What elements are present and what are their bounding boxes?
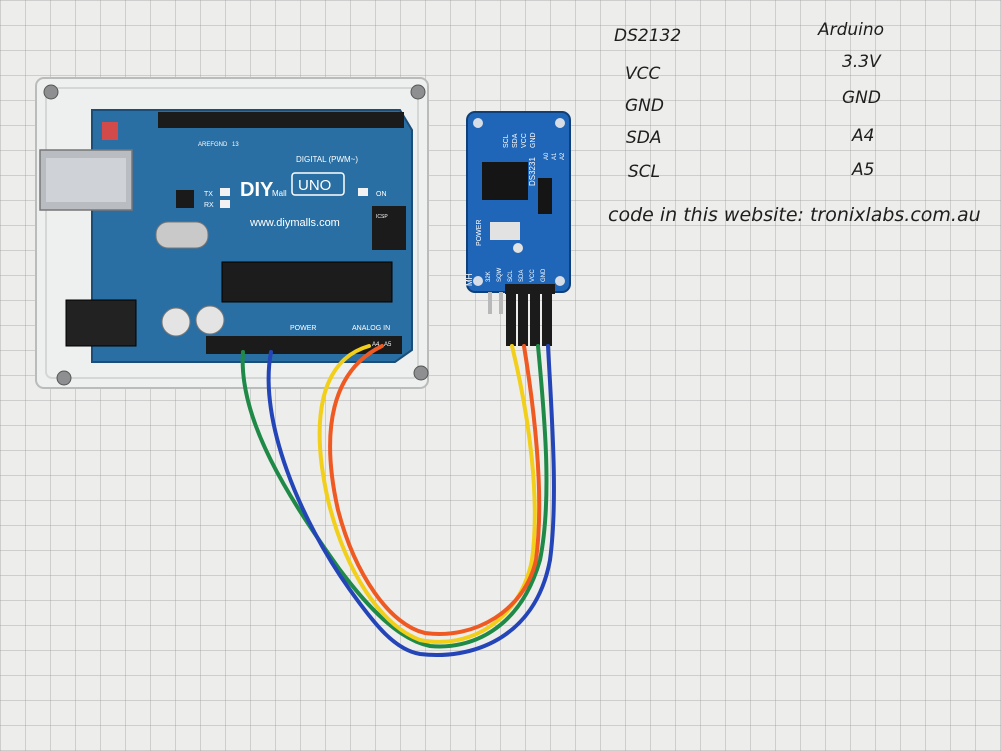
side-pin-a0: A0: [544, 152, 550, 160]
top-pin-gnd: GND: [530, 132, 537, 148]
gnd-label: GND: [214, 142, 228, 148]
screw-icon: [413, 365, 429, 381]
bottom-pin-sqw: SQW: [497, 267, 503, 282]
reset-button: [102, 122, 118, 140]
a4-label: A4: [372, 342, 380, 348]
atmega-chip: [221, 261, 393, 303]
power-label: POWER: [290, 325, 316, 332]
notes-row-sda-left: SDA: [626, 128, 662, 148]
notes-row-vcc-left: VCC: [625, 64, 661, 84]
icsp-label: ICSP: [376, 214, 388, 220]
wire-green: [240, 344, 549, 649]
wire-blue: [266, 344, 556, 657]
screw-icon: [56, 370, 72, 386]
jumper-housing: [518, 294, 528, 346]
top-pin-sda: SDA: [512, 133, 519, 148]
bottom-pin-scl: SCL: [508, 270, 514, 282]
aref-label: AREF: [198, 142, 214, 148]
notes-header-left: DS2132: [614, 26, 682, 46]
notes-row-scl-right: A5: [852, 160, 875, 180]
tx-label: TX: [204, 191, 213, 198]
digital-label: DIGITAL (PWM~): [296, 155, 358, 164]
bottom-pin-vcc: VCC: [530, 269, 536, 282]
maker-mark: MH: [465, 273, 474, 286]
rx-label: RX: [204, 202, 214, 209]
a5-label: A5: [384, 342, 392, 348]
wire-yellow: [317, 344, 537, 644]
top-pin-scl: SCL: [503, 134, 510, 148]
on-label: ON: [376, 191, 387, 198]
notes-code-line: code in this website: tronixlabs.com.au: [608, 204, 981, 226]
jumper-housing: [542, 294, 552, 346]
power-analog-header: [206, 336, 402, 354]
jumper-wires: [240, 344, 556, 657]
website-label: www.diymalls.com: [249, 217, 340, 229]
digital-header: [158, 112, 404, 128]
side-pin-a1: A1: [552, 152, 558, 160]
notes-header-right: Arduino: [818, 20, 885, 40]
pin13-label: 13: [232, 142, 239, 148]
jumper-housing: [530, 294, 540, 346]
capacitor: [195, 305, 225, 335]
top-pin-vcc: VCC: [521, 133, 528, 148]
arduino-board: DIY Mall UNO www.diymalls.com DIGITAL (P…: [39, 109, 413, 363]
brand-sub: Mall: [272, 189, 287, 198]
bottom-pin-32k: 32K: [486, 271, 492, 282]
capacitor: [161, 307, 191, 337]
notes-row-gnd-left: GND: [625, 96, 664, 116]
rtc-chip: [482, 162, 528, 200]
wire-orange: [328, 344, 542, 636]
power-jack: [65, 299, 137, 347]
model-label: UNO: [298, 177, 331, 194]
icsp-header: [372, 206, 406, 250]
jumper-housing: [506, 294, 516, 346]
notes-row-scl-left: SCL: [628, 162, 661, 182]
brand-logo: DIY: [240, 179, 274, 201]
module-power-label: POWER: [476, 220, 483, 246]
screw-icon: [410, 84, 426, 100]
crystal: [155, 221, 209, 249]
side-pin-a2: A2: [560, 152, 566, 160]
screw-icon: [43, 84, 59, 100]
bottom-pin-gnd: GND: [541, 268, 547, 282]
chip-label: DS3231: [528, 157, 537, 186]
analog-label: ANALOG IN: [352, 325, 390, 332]
notes-row-sda-right: A4: [852, 126, 875, 146]
notes-row-vcc-right: 3.3V: [842, 52, 881, 72]
notes-row-gnd-right: GND: [842, 88, 881, 108]
rtc-module: DS3231 SCL SDA VCC GND A0 A1 A2 POWER 32…: [465, 111, 571, 346]
bottom-pin-sda: SDA: [519, 270, 525, 282]
